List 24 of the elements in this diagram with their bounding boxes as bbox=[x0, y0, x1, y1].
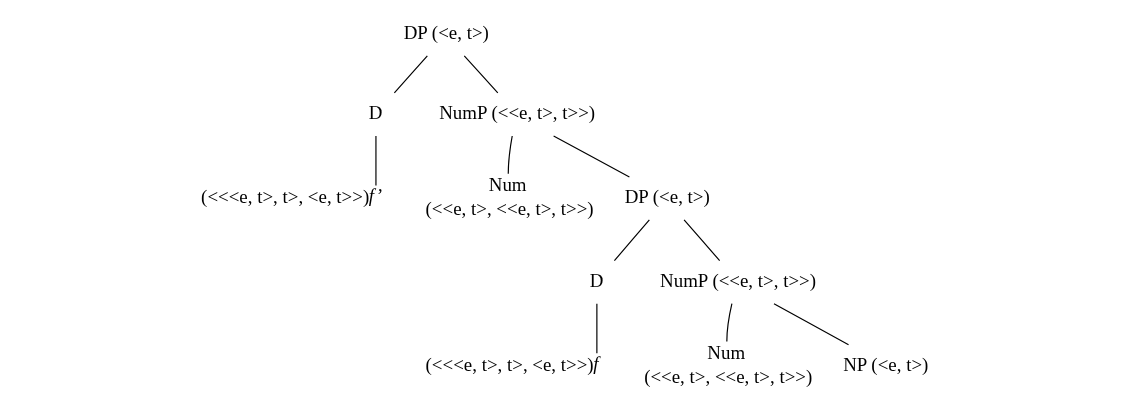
node-text: Num bbox=[707, 341, 746, 363]
connector bbox=[393, 55, 428, 94]
node-text: f’ bbox=[368, 184, 383, 206]
node-text: f bbox=[593, 352, 599, 374]
connector bbox=[553, 135, 630, 178]
node-text: NumP (<<e, t>, t>>) bbox=[660, 269, 817, 291]
node-label: (<<<e, t>, t>, <e, t>>) bbox=[425, 353, 594, 375]
connector bbox=[773, 303, 850, 346]
connector bbox=[507, 135, 513, 175]
node-label: (<<e, t>, <<e, t>, t>>) bbox=[644, 365, 813, 387]
node-text: DP (<e, t>) bbox=[624, 185, 710, 207]
connector bbox=[683, 219, 721, 262]
node-text: D bbox=[589, 269, 604, 291]
node-text: D bbox=[368, 102, 383, 124]
node-text: NumP (<<e, t>, t>>) bbox=[439, 102, 596, 124]
node-label: (<<<e, t>, t>, <e, t>>) bbox=[201, 185, 370, 207]
connector bbox=[596, 303, 598, 354]
connector bbox=[726, 303, 733, 342]
node-label: (<<e, t>, <<e, t>, t>>) bbox=[425, 197, 594, 219]
connector bbox=[613, 219, 650, 262]
connector bbox=[463, 55, 499, 94]
node-text: DP (<e, t>) bbox=[403, 21, 489, 43]
node-text: Num bbox=[488, 174, 527, 196]
node-text: NP (<e, t>) bbox=[843, 353, 929, 375]
